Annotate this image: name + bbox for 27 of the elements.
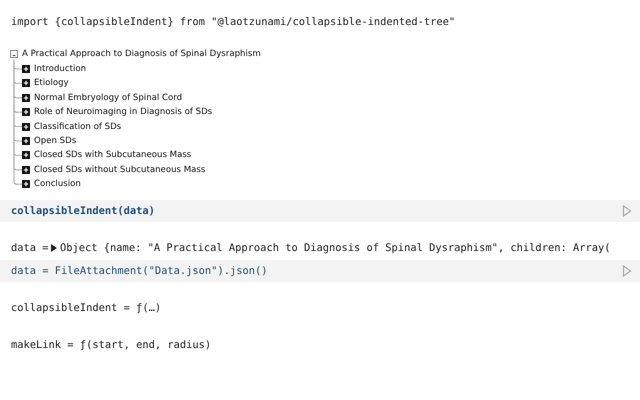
node-label: A Practical Approach to Diagnosis of Spinal Dysraphism: [22, 49, 261, 59]
tree-node: [22, 149, 192, 162]
node-label: Classification of SDs: [34, 122, 122, 132]
code-line: collapsibleIndent(data): [11, 204, 155, 219]
code-line: data =: [11, 241, 49, 256]
tree-node: [22, 63, 86, 75]
node-label: Role of Neuroimaging in Diagnosis of SDs: [34, 107, 212, 118]
tree-node: [22, 120, 122, 133]
code-line: Object {name: "A Practical Approach to Diagnosis of Spinal Dysraphism", children: Array(: [60, 241, 611, 256]
tree-node: [22, 178, 81, 190]
node-label: Etiology: [34, 78, 69, 88]
tree-node: [22, 106, 212, 118]
code-line: makeLink = ƒ(start, end, radius): [11, 338, 212, 353]
node-label: Closed SDs without Subcutaneous Mass: [34, 164, 206, 175]
tree-node: [22, 92, 182, 104]
tree-node: [22, 135, 76, 147]
tree-node: [22, 77, 69, 90]
node-label: Conclusion: [34, 179, 81, 190]
node-label: Open SDs: [34, 136, 76, 146]
node-label: Closed SDs with Subcutaneous Mass: [34, 150, 192, 160]
node-label: Normal Embryology of Spinal Cord: [34, 92, 182, 103]
tree-node: [22, 164, 206, 176]
code-line: data = FileAttachment("Data.json").json(): [11, 264, 268, 279]
node-label: Introduction: [34, 64, 86, 74]
code-line: import {collapsibleIndent} from "@laotzunami/collapsible-indented-tree": [11, 15, 456, 30]
tree-root-node: [10, 48, 261, 60]
code-line: collapsibleIndent = ƒ(…): [11, 301, 162, 316]
